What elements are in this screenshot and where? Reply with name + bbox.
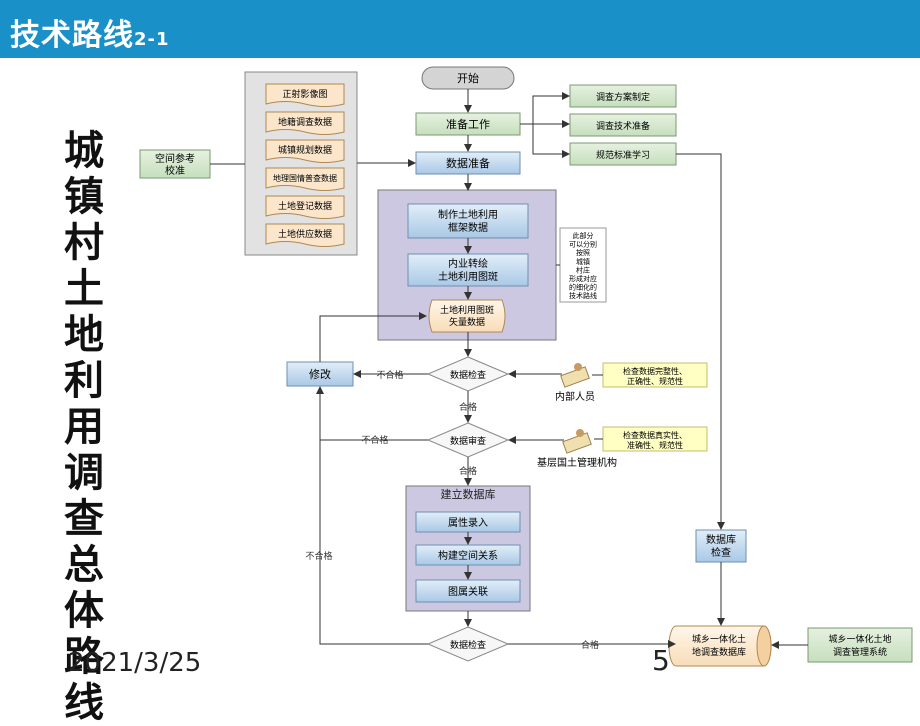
footer-date: 2021/3/25 bbox=[68, 648, 202, 678]
note-line: 技术路线 bbox=[569, 291, 597, 300]
make-framework-line1: 制作土地利用 bbox=[438, 208, 498, 221]
data-source-label: 土地供应数据 bbox=[278, 228, 332, 240]
prep-item-standard-label: 规范标准学习 bbox=[596, 149, 650, 161]
check1-label: 数据检查 bbox=[450, 369, 486, 381]
local-agency-label: 基层国土管理机构 bbox=[537, 456, 617, 469]
pass-label-3: 合格 bbox=[581, 639, 599, 651]
vector-data-line1: 土地利用图斑 bbox=[440, 304, 494, 316]
connectors bbox=[210, 89, 808, 649]
data-source-label: 土地登记数据 bbox=[278, 200, 332, 212]
header-bar bbox=[0, 0, 920, 58]
space-ref-line2: 校准 bbox=[165, 164, 185, 177]
check-desc2-line1: 检查数据真实性、 bbox=[623, 430, 687, 440]
interior-draw-line2: 土地利用图斑 bbox=[438, 270, 498, 283]
mgmt-system-line2: 调查管理系统 bbox=[833, 646, 887, 658]
title-suffix: 2-1 bbox=[134, 29, 170, 50]
attr-input-label: 属性录入 bbox=[448, 516, 488, 529]
note-line: 城镇 bbox=[576, 257, 590, 266]
note-line: 按照 bbox=[576, 248, 590, 257]
map-link-box bbox=[415, 579, 521, 603]
final-db-line1: 城乡一体化土 bbox=[692, 633, 746, 645]
prepare-work-label: 准备工作 bbox=[446, 117, 490, 131]
local-agency-icon bbox=[562, 429, 592, 454]
map-link-label: 图属关联 bbox=[448, 585, 488, 598]
start-label: 开始 bbox=[457, 71, 479, 85]
data-source-label: 地理国情普查数据 bbox=[273, 173, 337, 183]
inner-staff-icon bbox=[560, 363, 590, 388]
side-title: 城镇村土地利用调查总体路线 bbox=[64, 128, 104, 726]
data-source-doc bbox=[265, 83, 345, 107]
check-desc1-line2: 正确性、规范性 bbox=[627, 376, 683, 386]
make-framework-line2: 框架数据 bbox=[448, 221, 488, 234]
data-prepare-label: 数据准备 bbox=[446, 156, 490, 170]
make-framework-box bbox=[407, 203, 529, 239]
check-desc2-line2: 准确性、规范性 bbox=[627, 440, 683, 450]
db-check-line1: 数据库 bbox=[706, 533, 736, 546]
data-source-label: 正射影像图 bbox=[282, 88, 327, 100]
inner-staff-label: 内部人员 bbox=[555, 390, 595, 403]
note-line: 可以分别 bbox=[569, 240, 597, 249]
data-source-doc bbox=[265, 139, 345, 163]
data-source-doc bbox=[265, 195, 345, 219]
final-db-line2: 地调查数据库 bbox=[692, 646, 746, 658]
title-main: 技术路线 bbox=[10, 18, 134, 53]
page-title: 技术路线2-1 bbox=[10, 10, 170, 54]
modify-label: 修改 bbox=[309, 367, 331, 381]
data-source-doc bbox=[265, 111, 345, 135]
data-source-label: 地籍调查数据 bbox=[278, 116, 332, 128]
vector-data-node bbox=[428, 299, 506, 333]
note-line: 此部分 bbox=[573, 231, 594, 240]
data-source-doc bbox=[265, 167, 345, 191]
build-db-title: 建立数据库 bbox=[441, 487, 496, 501]
data-source-label: 城镇规划数据 bbox=[278, 144, 332, 156]
flowchart: 建立数据库 正射影像图地籍调查数据城镇规划数据地理国情普查数据土地登记数据土地供… bbox=[139, 66, 913, 667]
interior-draw-line1: 内业转绘 bbox=[448, 257, 488, 270]
space-ref-box bbox=[139, 149, 211, 179]
vector-data-line2: 矢量数据 bbox=[449, 316, 485, 328]
final-db-node bbox=[668, 625, 772, 667]
prep-item-plan-box bbox=[569, 84, 677, 108]
spatial-rel-label: 构建空间关系 bbox=[438, 549, 498, 562]
review-label: 数据审查 bbox=[450, 435, 486, 447]
fail-label-3: 不合格 bbox=[305, 550, 332, 562]
note-line: 的细化的 bbox=[569, 283, 597, 292]
check2-label: 数据检查 bbox=[450, 639, 486, 651]
space-ref-line1: 空间参考 bbox=[155, 152, 195, 165]
mgmt-system-line1: 城乡一体化土地 bbox=[828, 633, 891, 645]
db-check-line2: 检查 bbox=[711, 546, 731, 559]
note-line: 村庄 bbox=[576, 265, 590, 274]
interior-draw-box bbox=[407, 253, 529, 287]
check-desc1-line1: 检查数据完整性、 bbox=[623, 366, 687, 376]
note-box bbox=[559, 227, 607, 303]
prep-item-plan-label: 调查方案制定 bbox=[596, 91, 650, 103]
prep-item-tech-box bbox=[569, 113, 677, 137]
check2-diamond bbox=[426, 626, 510, 662]
note-line: 形成对应 bbox=[569, 274, 597, 283]
check-desc1-box bbox=[602, 362, 708, 388]
mgmt-system-box bbox=[807, 627, 913, 663]
prep-item-tech-label: 调查技术准备 bbox=[596, 120, 650, 132]
page-number: 5 bbox=[652, 644, 670, 677]
db-check-box bbox=[695, 529, 747, 563]
fail-label-1: 不合格 bbox=[376, 369, 403, 381]
final-db-end bbox=[756, 625, 772, 667]
data-source-doc bbox=[265, 223, 345, 247]
